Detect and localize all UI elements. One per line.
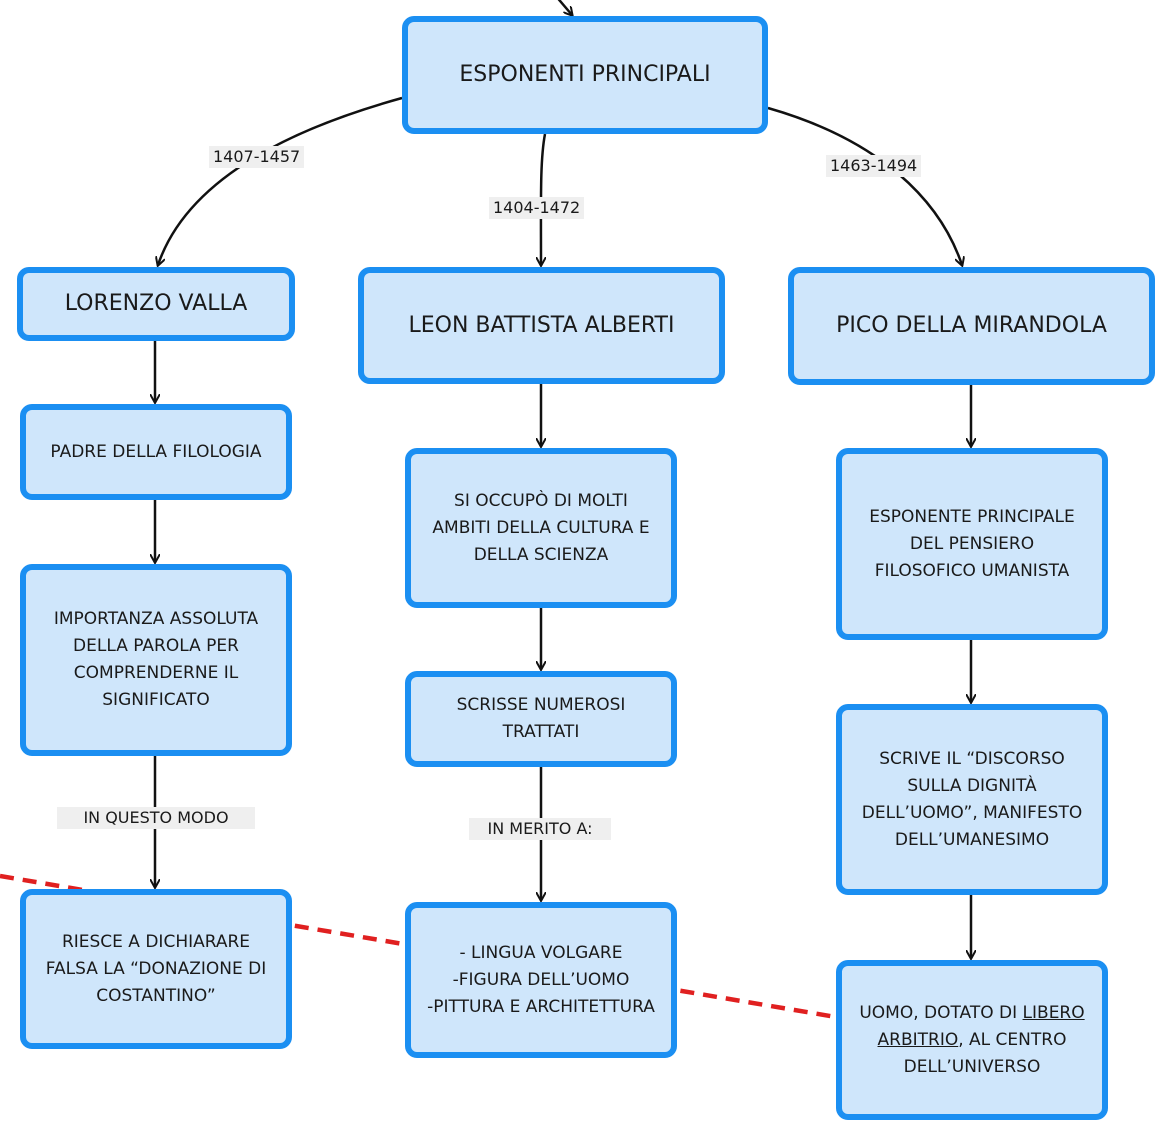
pico-b3-underline-arbitrio: ARBITRIO: [877, 1029, 959, 1050]
label-in-merito: IN MERITO A:: [469, 818, 611, 840]
edge-title-valla: [158, 96, 403, 265]
valla-box-1: PADRE DELLA FILOLOGIA: [20, 404, 292, 500]
pico-box-2: SCRIVE IL “DISCORSO SULLA DIGNITÀ DELL’U…: [836, 704, 1108, 895]
pico-name: PICO DELLA MIRANDOLA: [836, 313, 1107, 338]
title-text: ESPONENTI PRINCIPALI: [459, 62, 711, 87]
title-box: ESPONENTI PRINCIPALI: [402, 16, 768, 134]
valla-box-3: RIESCE A DICHIARARE FALSA LA “DONAZIONE …: [20, 889, 292, 1049]
alberti-box-2: SCRISSE NUMEROSI TRATTATI: [405, 671, 677, 767]
alberti-name: LEON BATTISTA ALBERTI: [408, 312, 675, 338]
alberti-b1-text: SI OCCUPÒ DI MOLTI AMBITI DELLA CULTURA …: [432, 490, 650, 565]
pico-b3-underline-libero: LIBERO: [1022, 1002, 1085, 1023]
pico-b3-text: UOMO, DOTATO DI LIBERO ARBITRIO, AL CENT…: [859, 1000, 1084, 1081]
label-in-questo-modo: IN QUESTO MODO: [57, 807, 255, 829]
pico-box-3: UOMO, DOTATO DI LIBERO ARBITRIO, AL CENT…: [836, 960, 1108, 1120]
valla-head-box: LORENZO VALLA: [17, 267, 295, 341]
pico-head-box: PICO DELLA MIRANDOLA: [788, 267, 1155, 385]
valla-box-2: IMPORTANZA ASSOLUTA DELLA PAROLA PER COM…: [20, 564, 292, 756]
pico-b1-text: ESPONENTE PRINCIPALE DEL PENSIERO FILOSO…: [869, 506, 1075, 581]
label-valla-years: 1407-1457: [209, 146, 305, 168]
edge-title-alberti: [541, 133, 547, 265]
pico-b3-post1: , AL CENTRO: [958, 1029, 1067, 1050]
alberti-box-3: - LINGUA VOLGARE -FIGURA DELL’UOMO -PITT…: [405, 902, 677, 1058]
pico-b3-pre: UOMO, DOTATO DI: [859, 1002, 1023, 1023]
alberti-b3-text: - LINGUA VOLGARE -FIGURA DELL’UOMO -PITT…: [427, 942, 655, 1017]
pico-b3-post2: DELL’UNIVERSO: [903, 1056, 1041, 1077]
edge-title-pico: [767, 106, 962, 265]
valla-b2-text: IMPORTANZA ASSOLUTA DELLA PAROLA PER COM…: [53, 609, 259, 710]
valla-b3-text: RIESCE A DICHIARARE FALSA LA “DONAZIONE …: [45, 931, 267, 1006]
valla-name: LORENZO VALLA: [64, 291, 248, 316]
label-pico-years: 1463-1494: [826, 155, 922, 177]
pico-box-1: ESPONENTE PRINCIPALE DEL PENSIERO FILOSO…: [836, 448, 1108, 640]
alberti-b2-text: SCRISSE NUMEROSI TRATTATI: [456, 695, 626, 742]
alberti-head-box: LEON BATTISTA ALBERTI: [358, 267, 725, 384]
alberti-box-1: SI OCCUPÒ DI MOLTI AMBITI DELLA CULTURA …: [405, 448, 677, 608]
label-alberti-years: 1404-1472: [489, 197, 585, 219]
pico-b2-text: SCRIVE IL “DISCORSO SULLA DIGNITÀ DELL’U…: [861, 748, 1083, 850]
valla-b1-text: PADRE DELLA FILOLOGIA: [50, 441, 262, 462]
incoming-arrow: [557, 0, 572, 15]
